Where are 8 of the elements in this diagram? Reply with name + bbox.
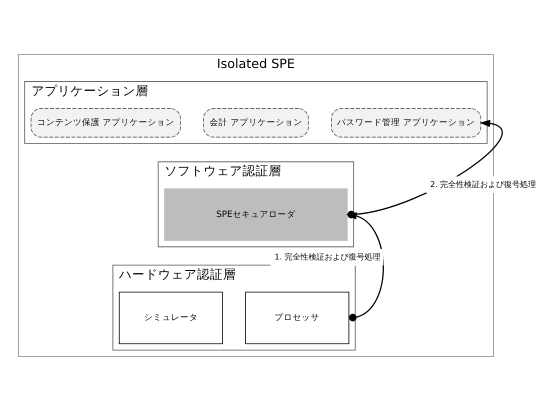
- node-box: 会計 アプリケーション: [203, 108, 309, 138]
- edge-label: 1. 完全性検証および復号処理: [274, 252, 381, 262]
- node-box: コンテンツ保護 アプリケーション: [30, 108, 181, 138]
- node-box: パスワード管理 アプリケーション: [331, 108, 482, 138]
- node-box: シミュレータ: [118, 292, 223, 344]
- node-box: プロセッサ: [245, 292, 350, 344]
- node-box: SPEセキュアローダ: [164, 188, 348, 241]
- arrow: [346, 212, 384, 322]
